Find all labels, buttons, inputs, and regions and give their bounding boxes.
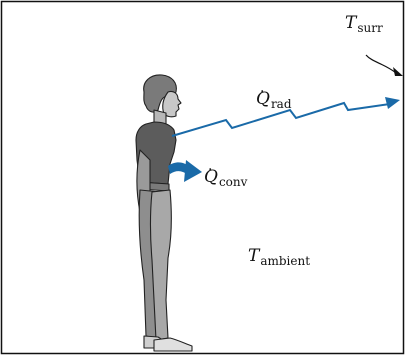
q-rad-dot: · [260,85,264,99]
label-t-surr: Tsurr [345,15,383,32]
surr-leader-arrowhead [393,67,403,76]
label-q-rad: · Qrad [256,91,292,108]
label-t-ambient: Tambient [248,248,310,265]
t-ambient-symbol: T [248,246,259,266]
q-conv-sub: conv [219,175,247,189]
label-q-conv: · Qconv [204,169,247,186]
surr-leader-arrow [366,55,396,73]
t-ambient-sub: ambient [260,254,310,268]
convection-arrow [168,160,202,182]
convection-arrowhead [184,160,202,182]
shoe-front [154,338,192,351]
t-surr-sub: surr [357,21,382,35]
person-figure [136,75,192,351]
q-conv-dot: · [208,163,212,177]
t-surr-symbol: T [345,13,356,33]
radiation-arrowhead [385,97,400,109]
q-rad-sub: rad [271,97,292,111]
